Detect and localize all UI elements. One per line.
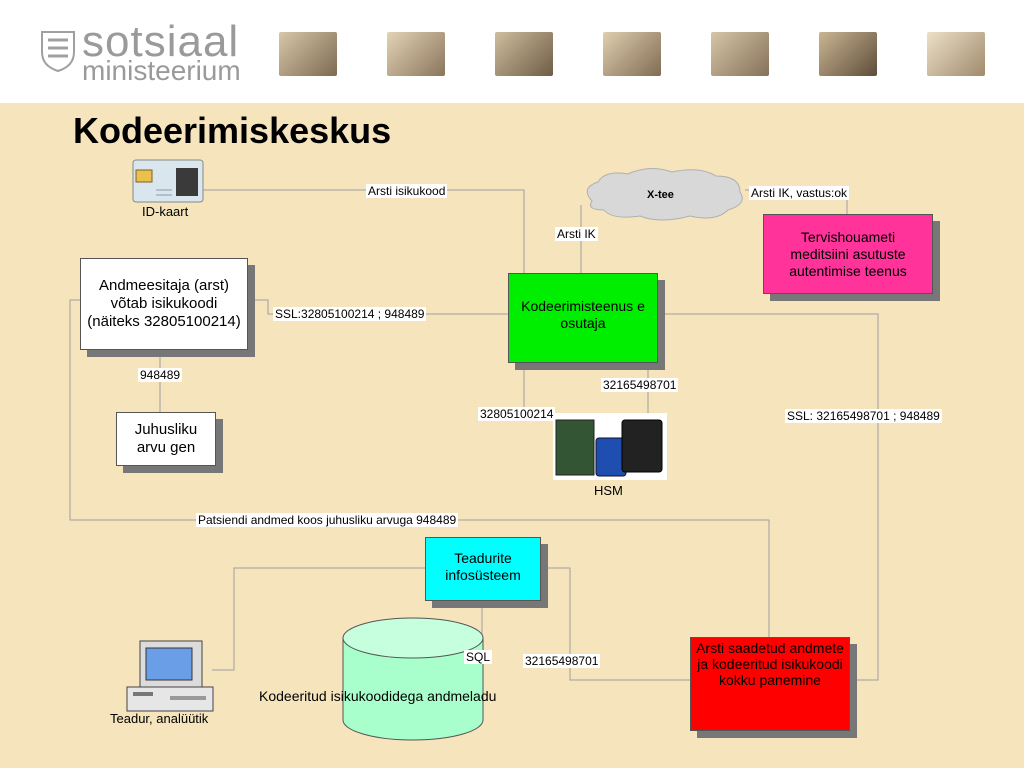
edge-label-personal-id: 32805100214 [478,407,556,421]
hsm-label: HSM [594,483,623,498]
database-cylinder [342,617,484,741]
health-auth-box: Tervishouameti meditsiini asutuste auten… [763,214,933,294]
hsm-device-icon [553,413,667,480]
data-submitter-label: Andmeesitaja (arst) võtab isikukoodi (nä… [87,277,241,330]
edge-label-sql: SQL [464,650,493,664]
research-system-box: Teadurite infosüsteem [425,537,541,601]
database-label: Kodeeritud isikukoodidega andmeladu [259,688,497,704]
header-photo [279,32,337,76]
edge-label-patient-data: Patsiendi andmed koos juhusliku arvuga 9… [196,513,459,527]
random-generator-label: Juhusliku arvu gen [134,421,198,456]
health-auth-label: Tervishouameti meditsiini asutuste auten… [789,228,907,279]
coding-service-label: Kodeerimisteenus e osutaja [521,298,645,331]
header-photo [495,32,553,76]
edge-label-coded-id-2: 32165498701 [523,654,601,668]
edge-label-random: 948489 [138,368,183,382]
coding-service-box: Kodeerimisteenus e osutaja [508,273,658,363]
random-generator-box: Juhusliku arvu gen [116,412,216,466]
research-system-label: Teadurite infosüsteem [445,550,521,583]
computer-icon [126,640,214,712]
edge-label-doctor-ik: Arsti IK [555,227,598,241]
header-photo [927,32,985,76]
researcher-label: Teadur, analüütik [110,711,209,726]
header-photo [711,32,769,76]
header-banner: sotsiaal ministeerium [0,0,1024,103]
xtee-label: X-tee [647,189,674,201]
id-card-icon [132,159,204,203]
edge-label-coded-id: 32165498701 [601,378,679,392]
header-photo [387,32,445,76]
logo-text-line1: sotsiaal [82,17,240,66]
xtee-cloud [586,168,743,221]
id-card-label: ID-kaart [142,204,189,219]
data-merge-label: Arsti saadetud andmete ja kodeeritud isi… [696,640,844,688]
edge-label-doctor-id-ok: Arsti IK, vastus:ok [749,186,850,200]
data-merge-box: Arsti saadetud andmete ja kodeeritud isi… [690,637,850,731]
ministry-logo: sotsiaal ministeerium [38,17,248,86]
edge-label-ssl-coded: SSL: 32165498701 ; 948489 [785,409,942,423]
slide-title: Kodeerimiskeskus [73,110,392,151]
header-photo [819,32,877,76]
logo-text-line2: ministeerium [82,55,241,86]
edge-label-doctor-id: Arsti isikukood [366,184,448,198]
coat-of-arms-icon [41,31,75,72]
data-submitter-box: Andmeesitaja (arst) võtab isikukoodi (nä… [80,258,248,350]
edge-label-ssl-submit: SSL:32805100214 ; 948489 [273,307,427,321]
header-photo [603,32,661,76]
